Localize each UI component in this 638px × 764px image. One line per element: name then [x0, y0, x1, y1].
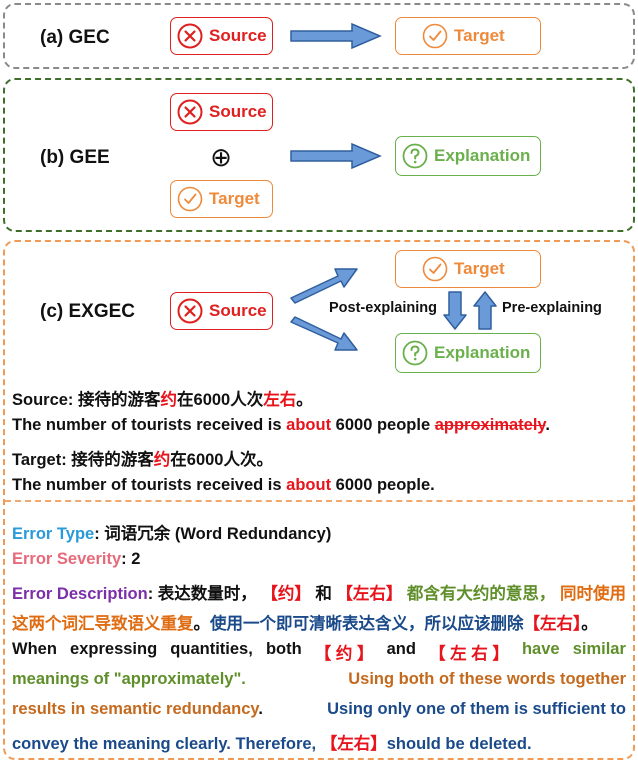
right-arrow [290, 142, 382, 170]
source-box: Source [170, 292, 273, 330]
panel-b-label: (b) GEE [40, 147, 110, 168]
check-circle-icon [422, 23, 448, 49]
explanation-label: Explanation [434, 343, 531, 362]
source-label: Source [209, 102, 267, 121]
panel-a-label: (a) GEC [40, 27, 110, 48]
down-arrow [443, 291, 467, 330]
english-description-line-1: When expressing quantities, both 【 约 】 a… [12, 640, 626, 663]
pre-explaining-label: Pre-explaining [502, 300, 602, 316]
source-label: Source [209, 301, 267, 320]
explanation-box: Explanation [395, 136, 541, 176]
x-circle-icon [177, 99, 203, 125]
explanation-label: Explanation [434, 146, 531, 165]
right-arrow [290, 22, 382, 50]
source-en-line: The number of tourists received is about… [12, 416, 550, 434]
explanation-box: Explanation [395, 333, 541, 373]
up-arrow [473, 291, 497, 330]
arrow-to-target [290, 268, 358, 304]
check-circle-icon [177, 186, 203, 212]
target-en-line: The number of tourists received is about… [12, 476, 435, 494]
divider [5, 500, 633, 502]
english-description-line-3: results in semantic redundancy. Using on… [12, 700, 626, 718]
target-label: Target [209, 189, 260, 208]
source-box: Source [170, 93, 273, 131]
source-box: Source [170, 17, 273, 55]
post-explaining-label: Post-explaining [329, 300, 437, 316]
arrow-to-explanation [290, 316, 358, 351]
target-label: Target [454, 26, 505, 45]
target-label: Target [454, 259, 505, 278]
x-circle-icon [177, 23, 203, 49]
source-zh-line: Source: 接待的游客约在6000人次左右。 [12, 391, 313, 409]
panel-gec [3, 3, 635, 69]
question-circle-icon [402, 340, 428, 366]
error-severity-line: Error Severity: 2 [12, 550, 141, 568]
target-zh-line: Target: 接待的游客约在6000人次。 [12, 451, 273, 469]
check-circle-icon [422, 256, 448, 282]
question-circle-icon [402, 143, 428, 169]
error-description-line-2: 这两个词汇导致语义重复。使用一个即可清晰表达含义，所以应该删除【左右】。 [12, 615, 598, 633]
plus-icon: ⊕ [210, 142, 232, 172]
panel-exgec [3, 240, 635, 760]
panel-gee [3, 78, 635, 232]
target-box: Target [395, 17, 541, 55]
x-circle-icon [177, 298, 203, 324]
error-description-line-1: Error Description: 表达数量时， 【约】 和 【左右】 都含有… [12, 585, 626, 603]
english-description-line-4: convey the meaning clearly. Therefore, 【… [12, 735, 532, 753]
error-type-line: Error Type: 词语冗余 (Word Redundancy) [12, 525, 332, 543]
source-label: Source [209, 26, 267, 45]
target-box: Target [170, 180, 273, 218]
english-description-line-2: meanings of "approximately". Using both … [12, 670, 626, 688]
panel-c-label: (c) EXGEC [40, 301, 136, 322]
target-box: Target [395, 250, 541, 288]
